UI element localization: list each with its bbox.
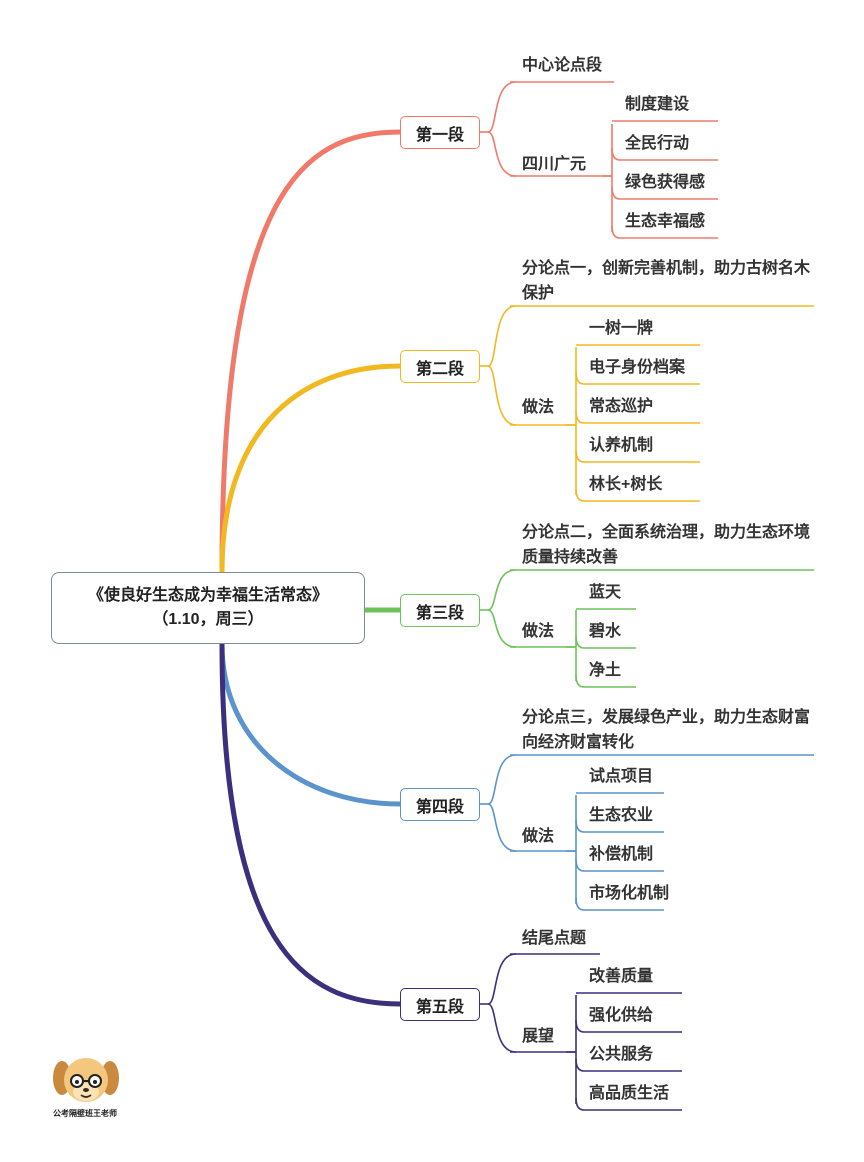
section-1-branch (487, 131, 517, 177)
section-4-leaf[interactable]: 市场化机制 (589, 885, 670, 902)
section-2-leaf-line (575, 410, 700, 424)
root-title: 《使良好生态成为幸福生活常态》 (87, 587, 328, 604)
section-2-leaf[interactable]: 认养机制 (589, 437, 654, 454)
section-3-leaf-line (575, 635, 636, 649)
section-5-child-label[interactable]: 展望 (522, 1028, 555, 1045)
section-1-trunk (219, 129, 403, 575)
section-2-leaf[interactable]: 电子身份档案 (589, 359, 686, 376)
section-4-leaf-line (575, 897, 664, 911)
section-2-child-label[interactable]: 做法 (522, 399, 555, 416)
dog-cartoon-icon (53, 1058, 119, 1102)
section-1-leaf-line (611, 225, 718, 239)
section-1-branch (487, 81, 517, 133)
section-4-leaf-line (575, 858, 664, 872)
section-4-leaf[interactable]: 试点项目 (589, 768, 654, 785)
section-3-child-label[interactable]: 做法 (522, 623, 555, 640)
section-5-leaf-line (575, 1058, 682, 1072)
section-3-leaf[interactable]: 蓝天 (589, 584, 622, 601)
section-4-child-label[interactable]: 做法 (522, 828, 555, 845)
section-5-leaf-line (575, 1019, 682, 1033)
section-4-branch (487, 803, 517, 852)
section-4-leaf[interactable]: 生态农业 (589, 807, 654, 824)
section-1-leaf[interactable]: 全民行动 (625, 135, 690, 152)
section-1-leaf[interactable]: 制度建设 (625, 96, 690, 113)
section-4-leaf-line (575, 819, 664, 833)
section-4-trunk (219, 641, 403, 807)
section-2-leaf[interactable]: 林长+树长 (589, 476, 663, 493)
section-1-leaf-line (611, 147, 718, 161)
section-4-leaf[interactable]: 补偿机制 (589, 846, 654, 863)
root-topic[interactable]: 《使良好生态成为幸福生活常态》 （1.10，周三） (51, 572, 365, 644)
section-5-topic[interactable]: 第五段 (400, 988, 480, 1021)
section-1-leaf[interactable]: 绿色获得感 (625, 174, 706, 191)
section-2-leaf[interactable]: 常态巡护 (589, 398, 654, 415)
section-3-leaf-line (575, 674, 636, 688)
section-2-leaf-line (575, 488, 700, 502)
section-1-leaf-line (611, 186, 718, 200)
section-5-branch (487, 1003, 517, 1053)
section-4-child-label[interactable]: 分论点三，发展绿色产业，助力生态财富向经济财富转化 (522, 709, 811, 751)
section-3-child-label[interactable]: 分论点二，全面系统治理，助力生态环境质量持续改善 (522, 524, 811, 566)
section-2-leaf-line (575, 449, 700, 463)
section-4-topic[interactable]: 第四段 (400, 788, 480, 821)
root-date: （1.10，周三） (152, 611, 264, 628)
section-4-branch (487, 754, 517, 805)
section-2-child-label[interactable]: 分论点一，创新完善机制，助力古树名木保护 (522, 260, 811, 302)
section-1-leaf[interactable]: 生态幸福感 (625, 213, 706, 230)
section-2-branch (487, 365, 517, 426)
section-5-leaf[interactable]: 公共服务 (589, 1046, 654, 1063)
section-5-leaf-line (575, 1097, 682, 1111)
section-2-leaf-line (575, 371, 700, 385)
section-3-leaf[interactable]: 净土 (589, 662, 622, 679)
section-5-branch (487, 953, 517, 1005)
section-1-child-label[interactable]: 中心论点段 (522, 57, 603, 74)
section-5-leaf[interactable]: 高品质生活 (589, 1085, 670, 1102)
section-1-topic[interactable]: 第一段 (400, 116, 480, 149)
section-2-topic[interactable]: 第二段 (400, 350, 480, 383)
section-5-leaf[interactable]: 强化供给 (589, 1007, 654, 1024)
section-3-topic[interactable]: 第三段 (400, 594, 480, 627)
section-2-trunk (219, 363, 403, 575)
section-2-leaf[interactable]: 一树一牌 (589, 320, 654, 337)
section-5-leaf[interactable]: 改善质量 (589, 968, 654, 985)
section-3-branch (487, 609, 517, 648)
watermark-text: 公考隔壁班王老师 (53, 1109, 117, 1118)
section-2-branch (487, 305, 517, 367)
section-1-child-label[interactable]: 四川广元 (522, 156, 587, 173)
section-5-child-label[interactable]: 结尾点题 (522, 930, 587, 947)
section-3-leaf[interactable]: 碧水 (589, 623, 622, 640)
section-3-branch (487, 569, 517, 611)
section-5-trunk (219, 641, 403, 1007)
